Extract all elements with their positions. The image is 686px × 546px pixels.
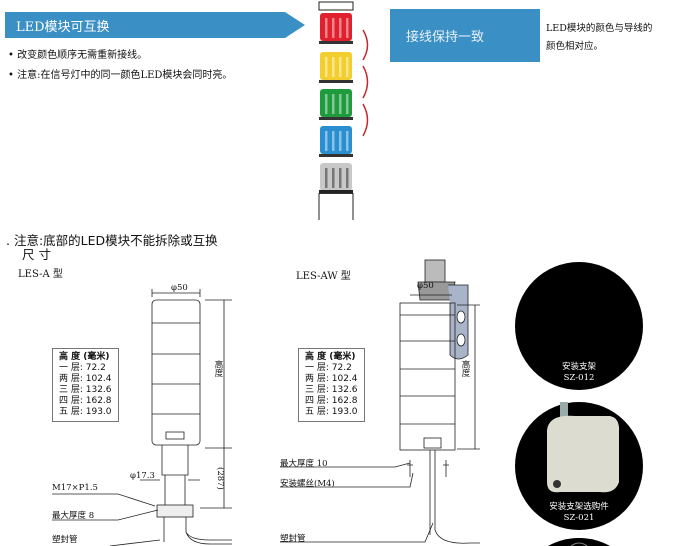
led-module-stripe <box>339 131 342 151</box>
led-module-stripe <box>325 94 328 114</box>
table-row: 四 层: 162.8 <box>305 396 358 406</box>
led-module-stripe <box>332 18 335 38</box>
table-header: 高 度 (毫米) <box>305 352 356 362</box>
led-module-stripe <box>346 57 349 77</box>
led-module-stripe <box>339 18 342 38</box>
table-row: 五 层: 193.0 <box>305 407 358 417</box>
model-a-diameter: φ50 <box>171 283 188 293</box>
led-module <box>320 89 352 117</box>
swap-arrows-icon <box>362 29 369 137</box>
led-module-stripe <box>346 131 349 151</box>
led-module-stripe <box>346 18 349 38</box>
led-module-base <box>319 117 353 120</box>
table-row: 一 层: 72.2 <box>305 363 352 373</box>
wiring-consistent-box: 接线保持一致 <box>390 9 540 62</box>
table-row: 五 层: 193.0 <box>59 407 112 417</box>
led-module <box>320 163 352 191</box>
wiring-note: LED模块的颜色与导线的颜色相对应。 <box>546 20 676 56</box>
model-aw-height-label: 高度 <box>460 360 470 377</box>
led-module-stripe <box>325 18 328 38</box>
led-module-stripe <box>346 168 349 188</box>
accessory-code: SZ-021 <box>563 513 595 523</box>
led-module-stripe <box>339 168 342 188</box>
model-a-thread: M17×P1.5 <box>52 483 98 493</box>
height-table-a: 高 度 (毫米) 一 层: 72.2 两 层: 102.4 三 层: 132.6… <box>52 348 119 422</box>
height-table-aw: 高 度 (毫米) 一 层: 72.2 两 层: 102.4 三 层: 132.6… <box>298 348 365 422</box>
led-module-stripe <box>332 131 335 151</box>
table-row: 一 层: 72.2 <box>59 363 106 373</box>
bracket-product-photo <box>547 402 620 493</box>
table-row: 四 层: 162.8 <box>59 396 112 406</box>
model-aw-max-thickness: 最大厚度 10 <box>280 459 328 469</box>
table-row: 两 层: 102.4 <box>59 374 112 384</box>
model-aw-diameter: φ50 <box>417 281 434 291</box>
led-module <box>320 52 352 80</box>
led-module-stripe <box>332 94 335 114</box>
accessory-name: 安装支架 <box>561 362 596 372</box>
model-a-base-length: (287) <box>215 467 225 490</box>
led-module-stripe <box>325 131 328 151</box>
led-module-stripe <box>339 94 342 114</box>
model-aw-tube: 塑封管 <box>280 534 306 544</box>
table-row: 三 层: 132.6 <box>305 385 358 395</box>
bullet-1: • 改变颜色顺序无需重新接线。 <box>8 50 148 61</box>
model-aw-screw: 安装螺丝(M4) <box>280 479 335 489</box>
led-module-stripe <box>332 57 335 77</box>
bullet-2: • 注意:在信号灯中的同一颜色LED模块会同时亮。 <box>8 70 233 81</box>
led-module-stripe <box>339 57 342 77</box>
table-row: 三 层: 132.6 <box>59 385 112 395</box>
led-module-base <box>319 41 353 44</box>
wiring-note-line: LED模块的颜色与导线的 <box>546 23 653 34</box>
model-a-tube: 塑封管 <box>52 535 78 545</box>
led-module <box>320 13 352 41</box>
table-header: 高 度 (毫米) <box>59 352 110 362</box>
model-a-title: LES-A 型 <box>18 269 63 280</box>
led-module-stripe <box>346 94 349 114</box>
bottom-module-note: . 注意:底部的LED模块不能拆除或互换 <box>6 233 218 248</box>
model-a-max-thickness: 最大厚度 8 <box>52 511 95 521</box>
led-module-base <box>319 154 353 157</box>
model-aw-title: LES-AW 型 <box>296 271 351 282</box>
accessory-third-image <box>548 538 610 546</box>
model-a-pipe-diameter: φ17.3 <box>130 471 155 481</box>
model-a-drawing <box>52 289 232 546</box>
model-a-height-label: 高度 <box>213 360 223 377</box>
led-module-base <box>319 80 353 83</box>
led-module-stripe <box>325 57 328 77</box>
banner-arrow <box>5 12 305 38</box>
led-module <box>320 126 352 154</box>
model-aw-drawing <box>280 259 480 544</box>
accessory-name: 安装支架选购件 <box>549 502 609 512</box>
wiring-box-title: 接线保持一致 <box>406 30 485 45</box>
light-stack-illustration <box>318 1 369 220</box>
accessory-code: SZ-012 <box>563 373 595 383</box>
dimensions-heading: 尺 寸 <box>22 247 51 262</box>
table-row: 两 层: 102.4 <box>305 374 358 384</box>
led-module-stripe <box>332 168 335 188</box>
led-module-stripe <box>325 168 328 188</box>
banner-title: LED模块可互换 <box>16 20 110 35</box>
wiring-note-line: 颜色相对应。 <box>546 41 604 52</box>
